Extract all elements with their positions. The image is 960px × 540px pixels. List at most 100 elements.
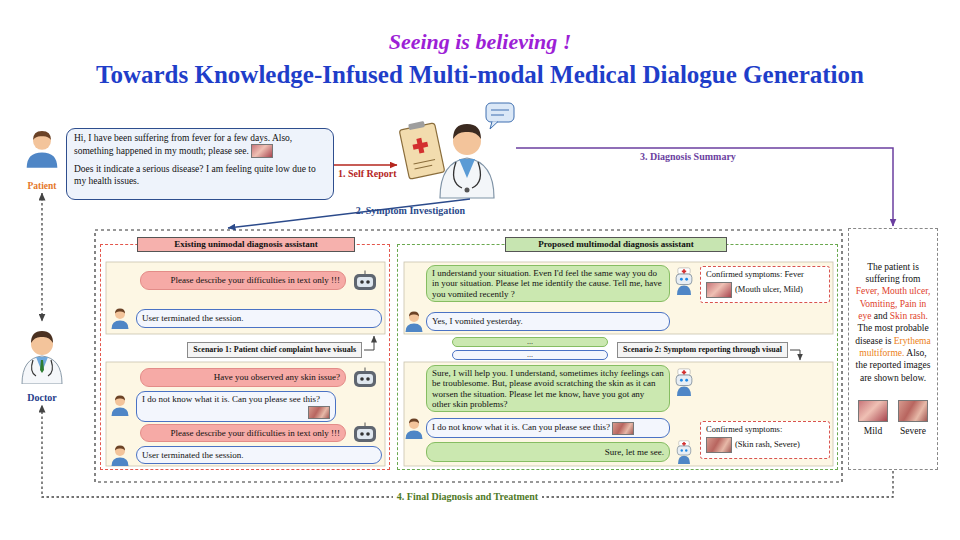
photo-thumbnail (706, 437, 732, 453)
content-column: Mild (858, 398, 888, 437)
assistant-panel: Existing unimodal diagnosis assistantPle… (100, 244, 390, 470)
patient-actor: Patient (14, 126, 70, 192)
symptom-callout: Confirmed symptoms: (Skin rash, Severe) (700, 421, 830, 459)
bubble-text: ... (459, 338, 601, 346)
bubble-text: ... (459, 351, 601, 359)
speech-lines (491, 110, 509, 115)
scenario-text: Scenario 2: Symptom reporting through vi… (623, 345, 782, 355)
scenario-row (404, 262, 833, 334)
bot-bubble: Please describe your difficulties in tex… (140, 424, 346, 442)
bubble-text: Does it indicate a serious disease? I am… (74, 164, 326, 187)
photo-holder (142, 406, 330, 419)
self-report-arrow (334, 164, 397, 166)
summary-text: Skin rash. (890, 311, 928, 321)
speech-bubble-tail (490, 122, 498, 130)
image-caption: Mild (864, 425, 882, 437)
text-paragraph: The patient is suffering from Fever, Mou… (853, 261, 933, 384)
clipboard-clip (408, 121, 425, 130)
user-bubble: I do not know what it is. Can you please… (426, 418, 670, 438)
bubble-text: I do not know what it is. Can you please… (142, 394, 330, 404)
bubble-text: Sure, I will help you. I understand, som… (432, 368, 664, 409)
photo-holder (858, 400, 888, 422)
image-caption: Severe (900, 425, 926, 437)
clipboard (398, 119, 444, 179)
investigation-arrow (228, 199, 470, 228)
actor-label: Doctor (27, 392, 56, 404)
scenario-pointer (790, 350, 800, 360)
callout-text: (Mouth ulcer, Mild) (735, 285, 803, 295)
scenario-row (106, 262, 385, 334)
user-bubble: User terminated the session. (136, 309, 382, 328)
actor-label: Patient (27, 181, 56, 192)
bot-bubble: I understand your situation. Even I'd fe… (426, 265, 670, 302)
medical-bot-icon (676, 268, 692, 295)
patient-icon (406, 419, 423, 440)
panel-header: Existing unimodal diagnosis assistant (137, 237, 355, 252)
self-report-bubble: Hi, I have been suffering from fever for… (66, 128, 334, 200)
ellipsis-bubble: ... (452, 350, 608, 360)
stethoscope (454, 162, 481, 188)
content-row: (Skin rash, Severe) (706, 437, 824, 453)
symptom-callout: Confirmed symptoms: Fever (Mouth ulcer, M… (700, 266, 830, 303)
medical-bot-icon (676, 369, 692, 396)
callout-text: (Skin rash, Severe) (735, 440, 800, 450)
clipboard-lines (414, 159, 437, 168)
text-paragraph: Hi, I have been suffering from fever for… (74, 133, 326, 158)
bubble-text: I do not know what it is. Can you please… (432, 422, 610, 432)
text-paragraph: I do not know what it is. Can you please… (432, 422, 664, 435)
doctor-hair (453, 124, 481, 139)
patient-icon (112, 309, 129, 330)
callout-text: Confirmed symptoms: (706, 425, 824, 435)
bubble-text: Please describe your difficulties in tex… (146, 275, 340, 285)
patient-icon (406, 312, 423, 333)
doctor-shirt (459, 159, 475, 178)
photo-thumbnail (898, 400, 928, 422)
speech-bubble (486, 103, 514, 122)
bubble-text: Yes, I vomited yesterday. (432, 316, 664, 326)
user-bubble: I do not know what it is. Can you please… (136, 391, 336, 422)
summary-arrow (516, 148, 893, 226)
assistant-panel: Proposed multimodal diagnosis assistantI… (397, 244, 838, 470)
step-label: 1. Self Report (338, 168, 397, 180)
scenario-row (106, 362, 385, 466)
ellipsis-bubble: ... (452, 337, 608, 347)
diagram-title: Towards Knowledge-Infused Multi-modal Me… (0, 60, 960, 90)
photo-holder (706, 282, 732, 298)
photo-holder (898, 400, 928, 422)
bot-bubble: Sure, let me see. (426, 442, 670, 462)
doctor-coat (440, 158, 494, 198)
medical-bot-icon (677, 441, 691, 464)
step-label: 2. Symptom Investigation (356, 205, 465, 217)
dotted-connector (41, 193, 42, 321)
robot-icon (354, 423, 376, 443)
bot-bubble: Have you observed any skin issue? (140, 368, 346, 387)
robot-icon (354, 368, 376, 388)
summary-text: The patient is suffering from (866, 262, 921, 284)
scenario-pointer (364, 336, 374, 350)
photo-holder (706, 437, 732, 453)
user-bubble: Yes, I vomited yesterday. (426, 312, 670, 331)
patient-icon (112, 396, 129, 417)
photo-thumbnail (308, 406, 330, 419)
callout-text: Confirmed symptoms: Fever (706, 270, 824, 280)
bubble-text: Please describe your difficulties in tex… (146, 428, 340, 438)
patient-icon (112, 446, 129, 467)
content-row: (Mouth ulcer, Mild) (706, 282, 824, 298)
stethoscope-chest-piece (465, 188, 470, 193)
scenario-row (404, 362, 833, 466)
edge-label: 4. Final Diagnosis and Treatment (393, 491, 542, 503)
patient-figure (27, 131, 58, 168)
photo-thumbnail (706, 282, 732, 298)
bot-bubble: Sure, I will help you. I understand, som… (426, 365, 670, 412)
scenario-text: Scenario 1: Patient chief complaint have… (193, 345, 356, 355)
bubble-text: User terminated the session. (142, 313, 376, 323)
diagnosis-summary: The patient is suffering from Fever, Mou… (848, 228, 938, 470)
content-row: Mild Severe (853, 398, 933, 437)
clipboard-board (399, 123, 445, 179)
step-label: 3. Diagnosis Summary (640, 151, 736, 163)
bubble-text: Have you observed any skin issue? (146, 372, 340, 382)
scenario-box: Scenario 2: Symptom reporting through vi… (617, 342, 788, 358)
scenario-box: Scenario 1: Patient chief complaint have… (187, 342, 362, 358)
doctor-actor: Doctor (12, 322, 72, 404)
bubble-text: I understand your situation. Even I'd fe… (432, 268, 664, 299)
